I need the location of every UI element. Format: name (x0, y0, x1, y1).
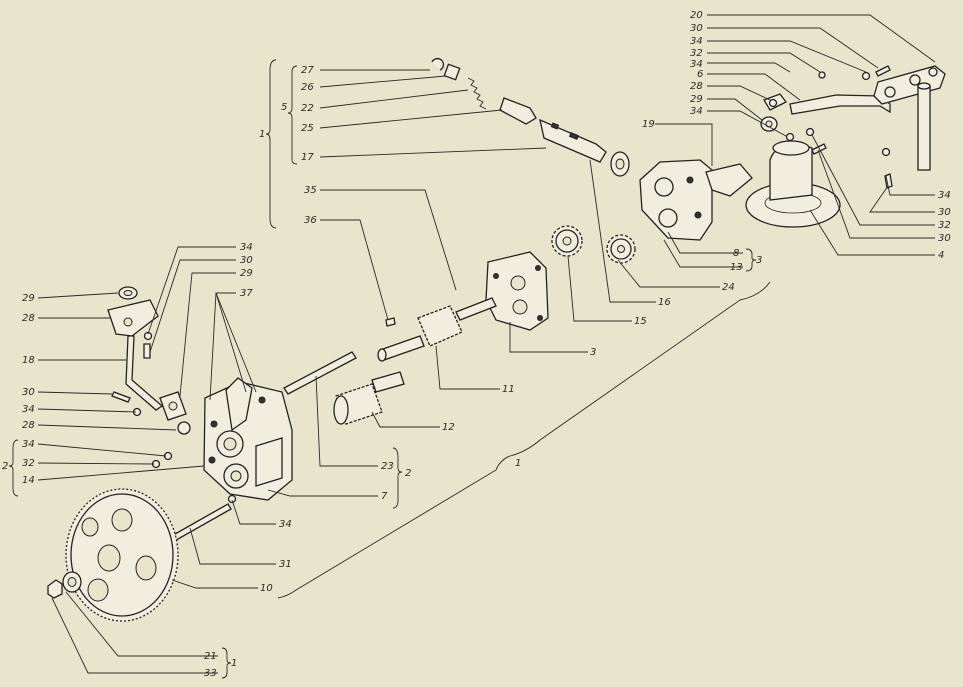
oil-pipe-6 (789, 65, 946, 171)
label-20: 20 (690, 10, 703, 21)
label-21: 21 (204, 651, 217, 662)
label-1: 1 (259, 129, 265, 140)
label-14: 14 (22, 475, 35, 486)
label-29: 29 (22, 293, 35, 304)
leader-lines (8, 14, 936, 679)
label-32: 32 (22, 458, 35, 469)
label-23: 23 (381, 461, 394, 472)
cover-plate-3 (485, 251, 549, 331)
label-30: 30 (938, 233, 951, 244)
label-34: 34 (938, 190, 951, 201)
label-30: 30 (690, 23, 703, 34)
label-29: 29 (690, 94, 703, 105)
label-34: 34 (690, 36, 703, 47)
label-30: 30 (22, 387, 35, 398)
label-3: 3 (756, 255, 762, 266)
label-34: 34 (690, 59, 703, 70)
gasket-16 (610, 151, 630, 177)
label-19: 19 (642, 119, 655, 130)
label-29: 29 (240, 268, 253, 279)
label-8: 8 (733, 248, 739, 259)
pump-body-7 (203, 377, 293, 501)
bolt-30-top (818, 65, 891, 81)
label-3: 3 (590, 347, 596, 358)
pin-36 (385, 317, 396, 327)
label-28: 28 (22, 420, 35, 431)
label-33: 33 (204, 668, 217, 679)
label-26: 26 (301, 82, 314, 93)
drive-gear-10 (65, 488, 179, 622)
label-6: 6 (697, 69, 703, 80)
label-7: 7 (381, 491, 388, 502)
label-32: 32 (938, 220, 951, 231)
label-15: 15 (634, 316, 647, 327)
label-10: 10 (260, 583, 273, 594)
label-18: 18 (22, 355, 35, 366)
shaft-23 (283, 351, 357, 395)
pump-housing-upper (639, 159, 753, 241)
label-1: 1 (231, 658, 237, 669)
label-27: 27 (301, 65, 314, 76)
label-24: 24 (722, 282, 735, 293)
label-17: 17 (301, 152, 314, 163)
gear-shaft-12 (333, 371, 405, 425)
label-34: 34 (22, 439, 35, 450)
nut-washer-21-33 (47, 571, 82, 599)
label-4: 4 (938, 250, 944, 261)
label-11: 11 (502, 384, 515, 395)
label-25: 25 (301, 123, 314, 134)
label-28: 28 (22, 313, 35, 324)
label-13: 13 (730, 262, 743, 273)
label-34: 34 (690, 106, 703, 117)
label-34: 34 (240, 242, 253, 253)
shaft-gear-11 (377, 297, 497, 362)
label-30: 30 (240, 255, 253, 266)
label-31: 31 (279, 559, 292, 570)
label-2: 2 (2, 461, 8, 472)
label-1: 1 (515, 458, 521, 469)
pipe-18 (107, 286, 237, 504)
label-34: 34 (22, 404, 35, 415)
label-36: 36 (304, 215, 317, 226)
label-30: 30 (938, 207, 951, 218)
label-16: 16 (658, 297, 671, 308)
label-37: 37 (240, 288, 253, 299)
label-35: 35 (304, 185, 317, 196)
gear-15 (551, 225, 583, 257)
label-5: 5 (281, 102, 287, 113)
label-22: 22 (301, 103, 314, 114)
label-28: 28 (690, 81, 703, 92)
valve-assembly-5 (431, 58, 607, 163)
label-12: 12 (442, 422, 455, 433)
gear-16-small (606, 234, 636, 264)
label-34: 34 (279, 519, 292, 530)
part-labels: 20 30 34 32 34 6 28 29 34 19 27 26 5 22 … (2, 10, 951, 679)
strainer-4 (745, 140, 841, 228)
label-2: 2 (405, 468, 411, 479)
label-32: 32 (690, 48, 703, 59)
